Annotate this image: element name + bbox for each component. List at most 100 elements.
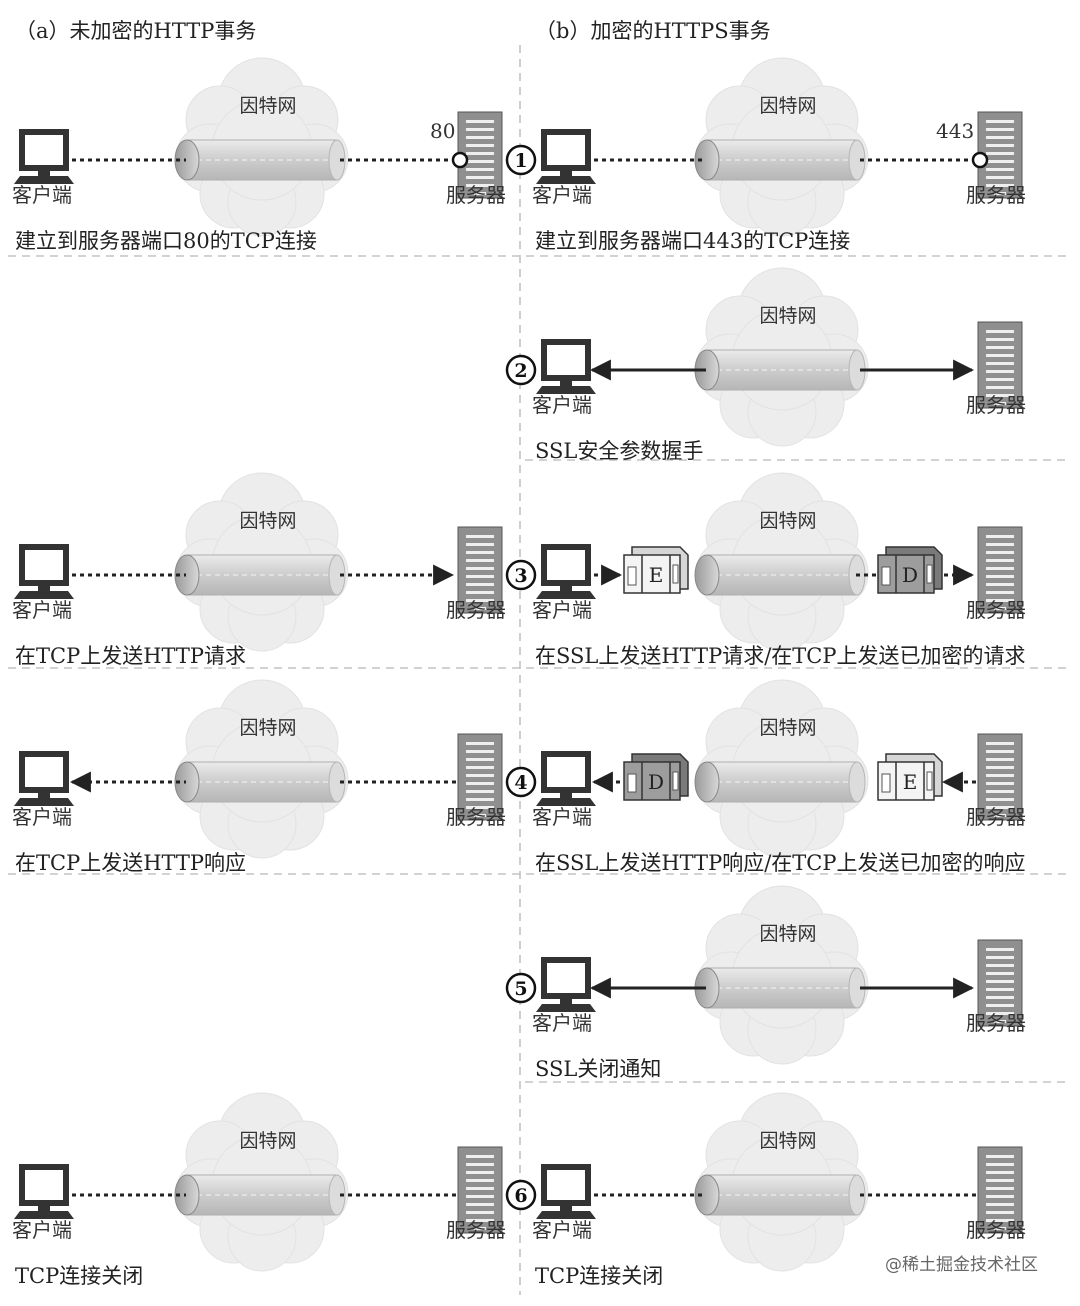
left-caption: 建立到服务器端口80的TCP连接: [15, 229, 317, 253]
client-label: 客户端: [532, 1011, 592, 1035]
step-number-badge: 5: [505, 972, 537, 1004]
client-label: 客户端: [532, 1218, 592, 1242]
encrypted-packet-icon: E: [623, 546, 689, 594]
step-number: 1: [514, 150, 527, 172]
internet-label: 因特网: [759, 510, 816, 532]
step-number-badge: 4: [505, 766, 537, 798]
left-caption: 在TCP上发送HTTP请求: [15, 644, 246, 668]
decrypted-packet-icon: D: [877, 546, 943, 594]
step-number: 6: [514, 1185, 527, 1207]
internet-tube-icon: [694, 967, 866, 1009]
server-tower-icon: [977, 111, 1023, 199]
internet-tube-icon: [174, 761, 346, 803]
internet-label: 因特网: [239, 95, 296, 117]
internet-tube-icon: [174, 139, 346, 181]
right-caption: 在SSL上发送HTTP请求/在TCP上发送已加密的请求: [535, 644, 1025, 668]
server-label: 服务器: [966, 1011, 1026, 1035]
decrypted-packet-icon: D: [623, 753, 689, 801]
internet-label: 因特网: [759, 1130, 816, 1152]
watermark: @稀土掘金技术社区: [885, 1255, 1038, 1275]
right-panel-title: （b）加密的HTTPS事务: [535, 19, 771, 43]
right-caption: TCP连接关闭: [535, 1264, 663, 1288]
server-label: 服务器: [446, 1218, 506, 1242]
server-tower-icon: [977, 321, 1023, 409]
server-tower-icon: [457, 733, 503, 821]
client-computer-icon: [14, 1164, 74, 1219]
server-label: 服务器: [446, 183, 506, 207]
client-computer-icon: [14, 544, 74, 599]
server-label: 服务器: [446, 805, 506, 829]
internet-tube-icon: [694, 761, 866, 803]
server-label: 服务器: [966, 183, 1026, 207]
client-label: 客户端: [12, 1218, 72, 1242]
left-panel-title: （a）未加密的HTTP事务: [15, 19, 256, 43]
server-tower-icon: [977, 939, 1023, 1027]
internet-tube-icon: [694, 1174, 866, 1216]
right-caption: SSL安全参数握手: [535, 439, 703, 463]
right-caption: 在SSL上发送HTTP响应/在TCP上发送已加密的响应: [535, 851, 1025, 875]
internet-label: 因特网: [239, 717, 296, 739]
internet-label: 因特网: [759, 95, 816, 117]
internet-label: 因特网: [759, 305, 816, 327]
internet-tube-icon: [174, 1174, 346, 1216]
client-computer-icon: [536, 1164, 596, 1219]
internet-label: 因特网: [759, 717, 816, 739]
server-tower-icon: [977, 526, 1023, 614]
server-label: 服务器: [966, 393, 1026, 417]
packet-letter: D: [902, 563, 918, 587]
step-number-badge: 1: [505, 144, 537, 176]
step-number-badge: 2: [505, 354, 537, 386]
client-computer-icon: [536, 957, 596, 1012]
internet-tube-icon: [174, 554, 346, 596]
server-label: 服务器: [446, 598, 506, 622]
internet-label: 因特网: [759, 923, 816, 945]
server-label: 服务器: [966, 805, 1026, 829]
server-tower-icon: [977, 733, 1023, 821]
client-label: 客户端: [532, 183, 592, 207]
left-row-step-1: 因特网客户端服务器80建立到服务器端口80的TCP连接: [12, 57, 506, 253]
internet-tube-icon: [694, 554, 866, 596]
client-label: 客户端: [532, 805, 592, 829]
server-tower-icon: [457, 1146, 503, 1234]
left-caption: TCP连接关闭: [15, 1264, 143, 1288]
step-number-badge: 6: [505, 1179, 537, 1211]
step-number: 3: [514, 565, 527, 587]
server-tower-icon: [457, 526, 503, 614]
client-label: 客户端: [12, 598, 72, 622]
step-number-badge: 3: [505, 559, 537, 591]
packet-letter: E: [903, 770, 918, 794]
right-caption: 建立到服务器端口443的TCP连接: [535, 229, 850, 253]
client-computer-icon: [14, 751, 74, 806]
client-computer-icon: [14, 129, 74, 184]
internet-label: 因特网: [239, 510, 296, 532]
port-circle: [971, 151, 989, 169]
client-label: 客户端: [532, 598, 592, 622]
client-label: 客户端: [12, 183, 72, 207]
internet-label: 因特网: [239, 1130, 296, 1152]
step-number: 5: [514, 978, 527, 1000]
client-computer-icon: [536, 339, 596, 394]
left-row-step-4: 因特网客户端服务器在TCP上发送HTTP响应: [12, 679, 506, 875]
left-caption: 在TCP上发送HTTP响应: [15, 851, 246, 875]
client-computer-icon: [536, 544, 596, 599]
encrypted-packet-icon: E: [877, 753, 943, 801]
internet-tube-icon: [694, 139, 866, 181]
step-number: 2: [514, 360, 527, 382]
right-row-step-5: 因特网客户端服务器5SSL关闭通知: [505, 885, 1026, 1081]
server-label: 服务器: [966, 1218, 1026, 1242]
step-number: 4: [514, 772, 527, 794]
row-dividers: [8, 255, 1070, 1083]
server-label: 服务器: [966, 598, 1026, 622]
port-circle: [451, 151, 469, 169]
client-label: 客户端: [532, 393, 592, 417]
port-label-443: 443: [936, 119, 974, 143]
packet-letter: D: [648, 770, 664, 794]
client-computer-icon: [536, 129, 596, 184]
